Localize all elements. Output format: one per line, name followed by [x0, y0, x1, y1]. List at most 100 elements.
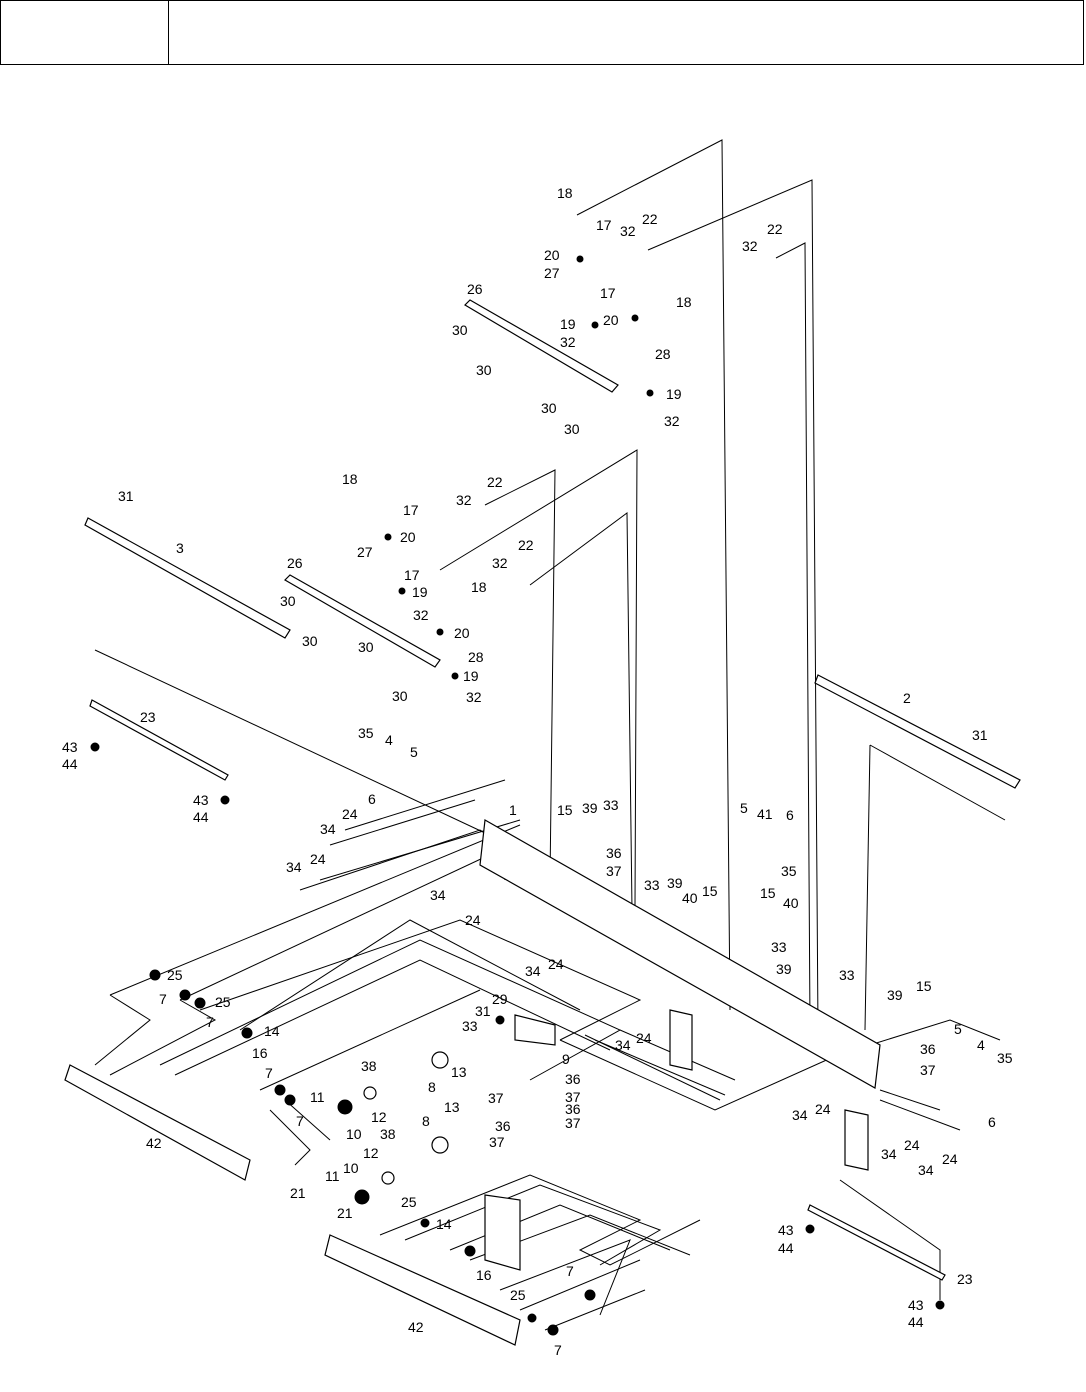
- callout-label: 7: [265, 1065, 273, 1081]
- callout-label: 43: [778, 1222, 794, 1238]
- callout-label: 30: [302, 633, 318, 649]
- callout-label: 22: [487, 474, 503, 490]
- callout-label: 19: [666, 386, 682, 402]
- callout-label: 37: [489, 1134, 505, 1150]
- callout-label: 35: [358, 725, 374, 741]
- callout-label: 11: [310, 1089, 325, 1105]
- callout-label: 30: [358, 639, 374, 655]
- callout-label: 21: [337, 1205, 353, 1221]
- callout-label: 30: [541, 400, 557, 416]
- callout-label: 39: [887, 987, 903, 1003]
- callout-label: 37: [920, 1062, 936, 1078]
- callout-label: 24: [310, 851, 326, 867]
- callout-label: 27: [544, 265, 560, 281]
- callout-label: 2: [903, 690, 911, 706]
- callout-label: 19: [560, 316, 576, 332]
- callout-label: 43: [193, 792, 209, 808]
- callout-label: 34: [615, 1037, 631, 1053]
- callout-label: 34: [286, 859, 302, 875]
- callout-label: 34: [792, 1107, 808, 1123]
- callout-label: 4: [977, 1037, 985, 1053]
- callout-label: 19: [412, 584, 428, 600]
- callout-label: 28: [655, 346, 671, 362]
- callout-label: 8: [422, 1113, 430, 1129]
- callout-label: 12: [363, 1145, 379, 1161]
- callout-label: 38: [361, 1058, 377, 1074]
- hardware-dots: [90, 255, 945, 1336]
- callout-label: 20: [454, 625, 470, 641]
- callout-label: 32: [620, 223, 636, 239]
- callout-label: 6: [368, 791, 376, 807]
- callout-label: 30: [564, 421, 580, 437]
- callout-label: 18: [557, 185, 573, 201]
- callout-label: 4: [385, 732, 393, 748]
- callout-label: 39: [582, 800, 598, 816]
- callout-label: 1: [509, 802, 517, 818]
- header-cell-left: [1, 1, 169, 64]
- callout-label: 34: [881, 1146, 897, 1162]
- callout-label: 10: [343, 1160, 359, 1176]
- callout-label: 33: [644, 877, 660, 893]
- callout-label: 34: [525, 963, 541, 979]
- callout-label: 40: [682, 890, 698, 906]
- callout-label: 36: [495, 1118, 511, 1134]
- callout-label: 38: [380, 1126, 396, 1142]
- callout-label: 16: [252, 1045, 268, 1061]
- callout-label: 44: [908, 1314, 924, 1330]
- callout-labels: 18 17 32 22 20 27 32 22 17 18 26 19 20 3…: [62, 185, 1013, 1358]
- callout-label: 13: [444, 1099, 460, 1115]
- callout-label: 25: [401, 1194, 417, 1210]
- callout-label: 24: [465, 912, 481, 928]
- callout-label: 32: [742, 238, 758, 254]
- callout-label: 34: [430, 887, 446, 903]
- callout-label: 17: [596, 217, 612, 233]
- callout-label: 15: [916, 978, 932, 994]
- callout-label: 35: [997, 1050, 1013, 1066]
- callout-label: 9: [562, 1051, 570, 1067]
- callout-label: 31: [475, 1003, 491, 1019]
- callout-label: 33: [839, 967, 855, 983]
- callout-label: 6: [988, 1114, 996, 1130]
- callout-label: 44: [62, 756, 78, 772]
- callout-label: 30: [452, 322, 468, 338]
- callout-label: 32: [664, 413, 680, 429]
- callout-label: 22: [767, 221, 783, 237]
- callout-label: 24: [815, 1101, 831, 1117]
- callout-label: 43: [62, 739, 78, 755]
- callout-label: 16: [476, 1267, 492, 1283]
- callout-label: 27: [357, 544, 373, 560]
- callout-label: 43: [908, 1297, 924, 1313]
- callout-label: 29: [492, 991, 508, 1007]
- callout-label: 14: [436, 1216, 452, 1232]
- callout-label: 11: [325, 1168, 340, 1184]
- callout-label: 31: [118, 488, 134, 504]
- callout-label: 7: [554, 1342, 562, 1358]
- callout-label: 24: [342, 806, 358, 822]
- callout-label: 10: [346, 1126, 362, 1142]
- callout-label: 17: [403, 502, 419, 518]
- callout-label: 28: [468, 649, 484, 665]
- callout-label: 24: [942, 1151, 958, 1167]
- callout-label: 33: [603, 797, 619, 813]
- callout-label: 7: [296, 1113, 304, 1129]
- callout-label: 32: [466, 689, 482, 705]
- callout-label: 36: [565, 1071, 581, 1087]
- callout-label: 18: [676, 294, 692, 310]
- callout-label: 37: [606, 863, 622, 879]
- callout-label: 15: [760, 885, 776, 901]
- callout-label: 31: [972, 727, 988, 743]
- callout-label: 3: [176, 540, 184, 556]
- callout-label: 18: [471, 579, 487, 595]
- callout-label: 26: [467, 281, 483, 297]
- callout-label: 42: [408, 1319, 424, 1335]
- callout-label: 40: [783, 895, 799, 911]
- callout-label: 17: [600, 285, 616, 301]
- callout-label: 24: [904, 1137, 920, 1153]
- callout-label: 35: [781, 863, 797, 879]
- callout-label: 42: [146, 1135, 162, 1151]
- callout-label: 5: [740, 800, 748, 816]
- callout-label: 20: [603, 312, 619, 328]
- callout-label: 5: [954, 1021, 962, 1037]
- callout-label: 8: [428, 1079, 436, 1095]
